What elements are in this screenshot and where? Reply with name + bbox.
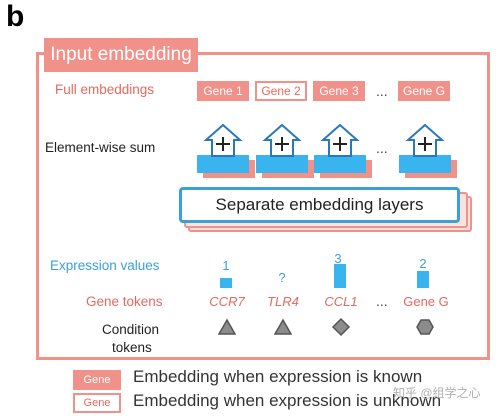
embedding-bar [314,155,366,173]
ellipsis-bottom: ... [376,293,388,309]
condition-tokens-label-line2: tokens [112,340,152,355]
gene-token-2: TLR4 [267,294,299,309]
full-embeddings-label: Full embeddings [55,82,155,97]
sum-unit-1 [197,123,255,178]
legend-known-text: Embedding when expression is known [133,367,423,386]
element-wise-sum-label: Element-wise sum [45,140,156,155]
sum-unit-g [399,123,457,178]
plus-icon [418,137,432,151]
gene-token-g: Gene G [403,294,449,309]
expression-values-label: Expression values [50,258,160,273]
plus-icon [216,137,230,151]
legend-unknown-swatch: Gene [73,393,121,413]
expression-bar-3 [334,264,346,288]
gene-box-g: Gene G [398,81,450,101]
sum-unit-3 [314,123,372,178]
ellipsis-top: ... [376,83,388,99]
expression-value-3: 3 [334,251,342,266]
gene-box-1: Gene 1 [197,81,249,101]
plus-icon [275,137,289,151]
watermark: 知乎 @组学之心 [393,386,481,400]
embedding-bar [197,155,249,173]
gene-token-1: CCR7 [209,294,245,309]
expression-bar-1 [220,278,232,288]
condition-triangle-icon [217,318,237,335]
legend-known-swatch: Gene [73,370,121,390]
gene-tokens-label: Gene tokens [86,294,163,309]
condition-tokens-label-line1: Condition [102,322,160,337]
ellipsis-mid: ... [376,140,388,156]
embedding-bar [256,155,308,173]
input-embedding-frame [36,52,490,360]
legend-unknown-text: Embedding when expression is unknown [133,391,442,410]
condition-hexagon-icon [416,319,434,335]
separate-embedding-layers: Separate embedding layers [179,187,460,223]
panel-letter: b [6,0,25,33]
embedding-bar [399,155,451,173]
condition-triangle-icon [273,318,293,335]
plus-icon [333,137,347,151]
expression-value-g: 2 [419,256,427,271]
sum-unit-2 [256,123,314,178]
condition-diamond-icon [331,317,351,337]
gene-box-3: Gene 3 [313,81,365,101]
gene-box-2: Gene 2 [255,81,307,101]
expression-value-1: 1 [222,258,230,273]
gene-token-3: CCL1 [324,294,358,309]
expression-bar-g [417,271,429,288]
diagram-title: Input embedding [44,38,198,72]
expression-value-2: ? [278,270,286,285]
